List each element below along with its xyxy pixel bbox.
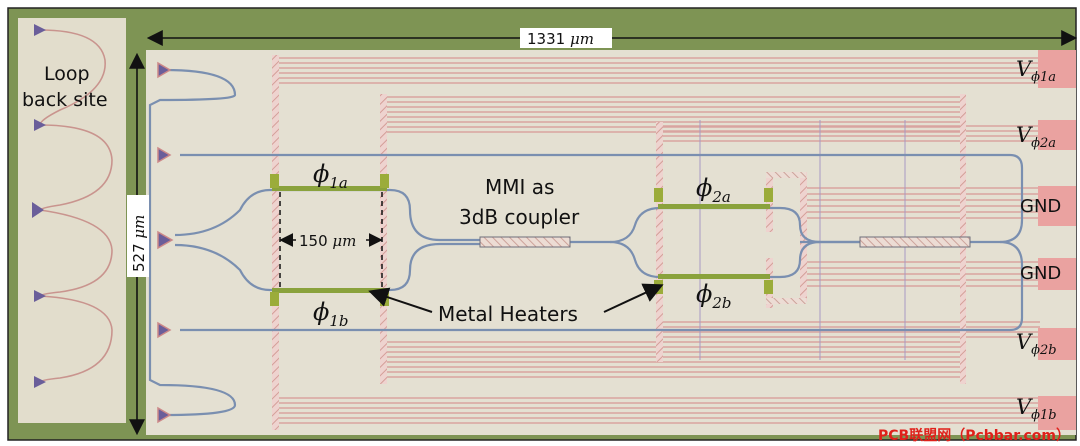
pad-label-gnd-bottom: GND xyxy=(1020,263,1061,284)
phi-1b-label: ϕ1b xyxy=(313,298,349,330)
grating-couplers xyxy=(157,61,174,424)
pad-label-v-phi1b: Vϕ1b xyxy=(1016,395,1057,423)
phi-1a-label: ϕ1a xyxy=(313,160,348,192)
loopback-waveguides xyxy=(39,29,113,383)
loopback-area xyxy=(18,18,126,423)
pad-label-v-phi2a: Vϕ2a xyxy=(1016,123,1056,151)
height-label: 527 μm xyxy=(130,215,148,272)
loopback-couplers xyxy=(32,24,46,388)
pad-label-gnd-top: GND xyxy=(1020,196,1061,217)
width-label: 1331 μm xyxy=(527,30,594,48)
heater-arrow-left xyxy=(368,287,433,313)
height-label-bg xyxy=(127,195,149,277)
width-label-bg xyxy=(520,28,612,48)
heater-length-bg xyxy=(296,230,366,250)
pad-label-v-phi1a: Vϕ1a xyxy=(1016,57,1056,85)
metal-traces xyxy=(276,57,1040,424)
mmi-label-line1: MMI as xyxy=(485,175,554,199)
pad-label-v-phi2b: Vϕ2b xyxy=(1016,330,1057,358)
bond-pads xyxy=(1038,50,1076,430)
heater-arrow-right xyxy=(603,283,664,313)
phi-2b-label: ϕ2b xyxy=(696,280,732,312)
phi-2a-label: ϕ2a xyxy=(696,174,731,206)
mmi-label-line2: 3dB coupler xyxy=(459,205,580,229)
loopback-label-line2: back site xyxy=(22,89,108,111)
mmi-right xyxy=(859,236,971,248)
mmi-left xyxy=(479,236,571,248)
loopback-label-line1: Loop xyxy=(44,63,90,85)
watermark: PCB联盟网（Pcbbar.com） xyxy=(878,428,1070,444)
waveguides xyxy=(148,68,1024,417)
heater-length-label: 150 μm xyxy=(299,232,356,250)
metal-heaters-label: Metal Heaters xyxy=(438,302,578,326)
